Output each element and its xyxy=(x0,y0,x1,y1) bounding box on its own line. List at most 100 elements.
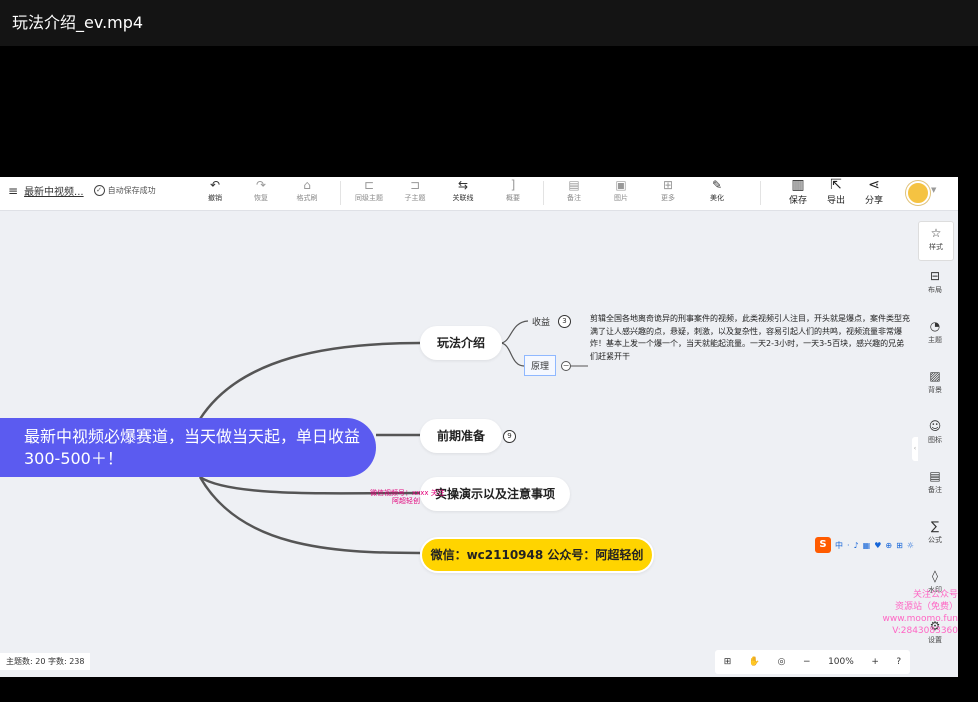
branch-contact[interactable]: 微信：wc2110948 公众号：阿超轻创 xyxy=(420,537,654,573)
toolbar-sibling-topic-button[interactable]: ⊏同级主题 xyxy=(352,177,386,203)
ime-item[interactable]: 中 xyxy=(835,540,843,550)
background-icon: ▨ xyxy=(929,369,941,383)
sidebar-label: 图标 xyxy=(928,436,942,444)
tool-label: 关联线 xyxy=(452,194,474,202)
overlay-text: 阿超轻创 xyxy=(392,497,420,505)
sidebar-item-settings[interactable]: ⚙设置 xyxy=(918,611,952,661)
toolbar-divider xyxy=(340,181,341,205)
tool-label: 恢复 xyxy=(254,194,268,202)
pointer-mode-icon[interactable]: ✋ xyxy=(748,657,761,667)
tool-label: 撤销 xyxy=(208,194,222,202)
toolbar-note-button[interactable]: ▤备注 xyxy=(557,177,591,203)
sidebar-label: 公式 xyxy=(928,536,942,544)
sidebar-label: 布局 xyxy=(928,286,942,294)
sidebar-item-style[interactable]: ☆样式 xyxy=(918,221,954,261)
locate-icon[interactable]: ◎ xyxy=(777,657,786,667)
toolbar-image-button[interactable]: ▣图片 xyxy=(604,177,638,203)
avatar[interactable] xyxy=(906,181,930,205)
collapsed-count-badge[interactable]: 9 xyxy=(503,430,516,443)
autosave-label: 自动保存成功 xyxy=(107,186,156,195)
beautify-icon: ✎ xyxy=(711,178,723,192)
sidebar-item-formula[interactable]: ∑ 公式 xyxy=(918,511,952,561)
ime-item[interactable]: ♪ xyxy=(853,540,859,550)
zoom-in-button[interactable]: + xyxy=(871,657,879,667)
summary-icon: ] xyxy=(510,178,516,192)
tool-label: 美化 xyxy=(710,194,724,202)
action-label: 分享 xyxy=(864,196,883,206)
ime-item[interactable]: · xyxy=(847,540,850,550)
branch-demo[interactable]: 实操演示以及注意事项 xyxy=(420,477,570,511)
save-button[interactable]: ▥保存 xyxy=(783,177,813,206)
relation-line-icon: ⇆ xyxy=(457,178,469,192)
toolbar-beautify-button[interactable]: ✎ 美化 xyxy=(700,177,734,203)
connector-line xyxy=(198,341,421,420)
save-icon: ▥ xyxy=(791,177,805,193)
sidebar-item-note[interactable]: ▤备注 xyxy=(918,461,952,511)
export-icon: ⇱ xyxy=(830,177,842,193)
sidebar-label: 设置 xyxy=(928,636,942,644)
tool-label: 备注 xyxy=(567,194,581,202)
toolbar: ≡ 最新中视频... ✓ 自动保存成功 ↶撤销 ↷ 恢复 ⌂ 格式刷 ⊏同级主题 ⊐子主题 ⇆… xyxy=(0,177,958,211)
sidebar-item-emoji[interactable]: ☺ 图标 xyxy=(918,411,952,461)
tool-label: 图片 xyxy=(614,194,628,202)
sidebar-label: 水印 xyxy=(928,586,942,594)
more-icon: ⊞ xyxy=(662,178,674,192)
tool-label: 格式刷 xyxy=(296,194,318,202)
toolbar-summary-button[interactable]: ]概要 xyxy=(496,177,530,203)
autosave-status: ✓ 自动保存成功 xyxy=(93,185,156,196)
ime-toolbar: S 中 ·♪▦♥⊕⊞☼ xyxy=(815,537,914,553)
mindmap-connectors xyxy=(198,320,588,555)
ime-item[interactable]: ⊞ xyxy=(896,540,903,550)
sidebar-item-watermark[interactable]: ◊ 水印 xyxy=(918,561,952,611)
zoom-out-button[interactable]: − xyxy=(802,657,811,667)
ime-item[interactable]: ⊕ xyxy=(885,540,893,550)
share-icon: ⋖ xyxy=(868,177,880,193)
branch-preparation[interactable]: 前期准备 xyxy=(420,419,502,453)
chevron-down-icon[interactable]: ▼ xyxy=(931,186,937,194)
zoom-level[interactable]: 100% xyxy=(828,657,854,667)
toolbar-relation-line-button[interactable]: ⇆ 关联线 xyxy=(446,177,480,203)
toolbar-format-brush-button[interactable]: ⌂ 格式刷 xyxy=(290,177,324,203)
formula-icon: ∑ xyxy=(930,519,940,533)
ime-item[interactable]: ▦ xyxy=(862,540,871,550)
ime-item[interactable]: ☼ xyxy=(906,540,914,550)
export-button[interactable]: ⇱ 导出 xyxy=(821,177,851,206)
sidebar-item-layout[interactable]: ⊟布局 xyxy=(918,261,952,311)
toolbar-child-topic-button[interactable]: ⊐子主题 xyxy=(398,177,432,203)
action-label: 导出 xyxy=(826,196,845,206)
format-brush-icon: ⌂ xyxy=(303,178,311,192)
subtopic-income[interactable]: 收益 xyxy=(532,318,551,328)
collapsed-count-badge[interactable]: 3 xyxy=(558,315,571,328)
ime-item[interactable]: ♥ xyxy=(874,540,882,550)
overlay-text: 微信视频号：xxxx 关注 xyxy=(370,489,445,497)
doc-title[interactable]: 最新中视频... xyxy=(24,187,84,198)
help-icon[interactable]: ? xyxy=(896,657,902,667)
status-counts: 主题数: 20 字数: 238 xyxy=(0,653,91,670)
redo-icon: ↷ xyxy=(255,178,267,192)
subtopic-principle[interactable]: 原理 xyxy=(524,355,557,376)
collapse-icon[interactable]: − xyxy=(561,361,571,371)
grid-view-icon[interactable]: ⊞ xyxy=(723,657,732,667)
sidebar-label: 样式 xyxy=(929,243,943,251)
watermark-icon: ◊ xyxy=(932,569,938,583)
sidebar-item-theme[interactable]: ◔主题 xyxy=(918,311,952,361)
toolbar-undo-button[interactable]: ↶撤销 xyxy=(198,177,232,203)
root-topic[interactable]: 最新中视频必爆赛道，当天做当天起，单日收益300-500＋！ xyxy=(0,418,376,477)
tool-label: 更多 xyxy=(661,194,675,202)
menu-icon[interactable]: ≡ xyxy=(8,183,19,198)
connector-line xyxy=(199,475,421,495)
child-topic-icon: ⊐ xyxy=(409,178,421,192)
toolbar-redo-button[interactable]: ↷ 恢复 xyxy=(244,177,278,203)
check-circle-icon: ✓ xyxy=(93,185,105,196)
toolbar-more-button[interactable]: ⊞ 更多 xyxy=(651,177,685,203)
connector-line xyxy=(499,320,529,344)
chevron-left-icon[interactable]: ‹ xyxy=(912,437,918,461)
emoji-icon: ☺ xyxy=(928,419,942,433)
share-button[interactable]: ⋖ 分享 xyxy=(859,177,889,206)
sogou-icon[interactable]: S xyxy=(815,537,831,553)
principle-description[interactable]: 剪辑全国各地离奇诡异的刑事案件的视频，此类视频引人注目，开头就是爆点，案件类型充… xyxy=(590,314,910,361)
video-title: 玩法介绍_ev.mp4 xyxy=(0,0,978,46)
sidebar-item-background[interactable]: ▨背景 xyxy=(918,361,952,411)
branch-gameplay[interactable]: 玩法介绍 xyxy=(420,326,502,360)
